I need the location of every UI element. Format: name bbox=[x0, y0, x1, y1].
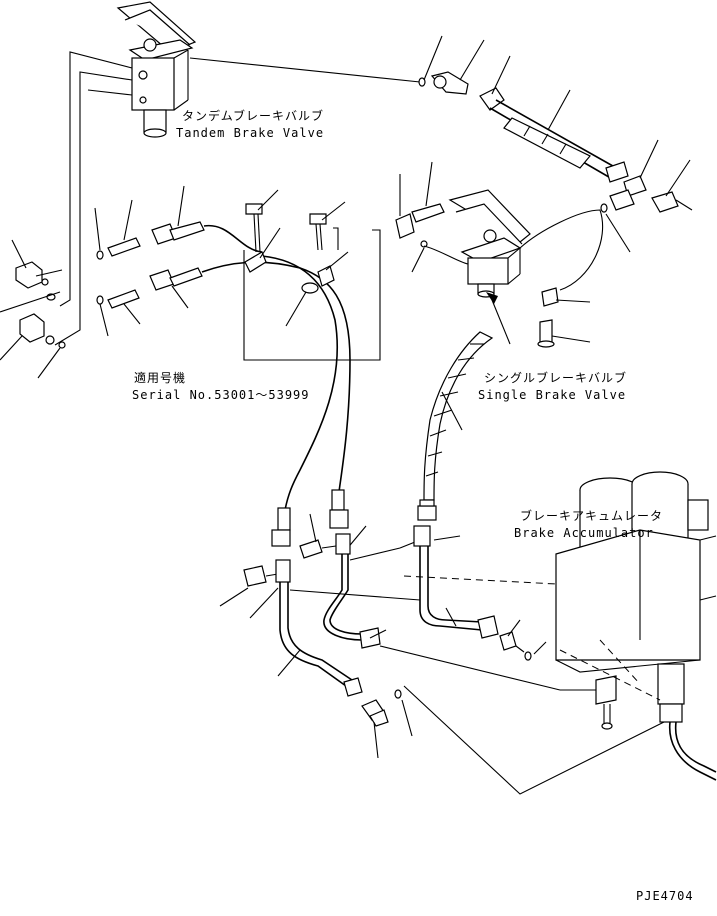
left-piping-frame bbox=[54, 51, 133, 346]
center-hoses bbox=[201, 224, 351, 511]
serial-label-jp: 適用号機 bbox=[134, 371, 187, 385]
serial-label-en: Serial No.53001～53999 bbox=[132, 388, 310, 402]
tandem-brake-valve bbox=[116, 1, 197, 138]
center-bolts bbox=[245, 189, 349, 327]
left-fittings bbox=[15, 221, 205, 349]
single-valve-label-jp: シングルブレーキバルブ bbox=[484, 371, 628, 385]
lower-pipes bbox=[271, 489, 547, 661]
brake-accumulator bbox=[403, 471, 717, 781]
drawing-code: PJE4704 bbox=[636, 889, 694, 903]
single-brake-valve bbox=[395, 161, 604, 348]
lower-left-pipe bbox=[219, 559, 600, 697]
tandem-valve-label-jp: タンデムブレーキバルブ bbox=[182, 109, 325, 123]
accumulator-label-jp: ブレーキアキュムレータ bbox=[520, 509, 664, 523]
elbow-fitting bbox=[361, 685, 681, 795]
tandem-valve-label-en: Tandem Brake Valve bbox=[176, 126, 325, 140]
accumulator-label-en: Brake Accumulator bbox=[514, 526, 654, 540]
top-right-pipe bbox=[189, 35, 693, 253]
leader-lines-left bbox=[0, 185, 189, 379]
single-valve-label-en: Single Brake Valve bbox=[478, 388, 627, 402]
spiral-hose bbox=[417, 331, 494, 521]
serial-bracket bbox=[243, 227, 381, 361]
